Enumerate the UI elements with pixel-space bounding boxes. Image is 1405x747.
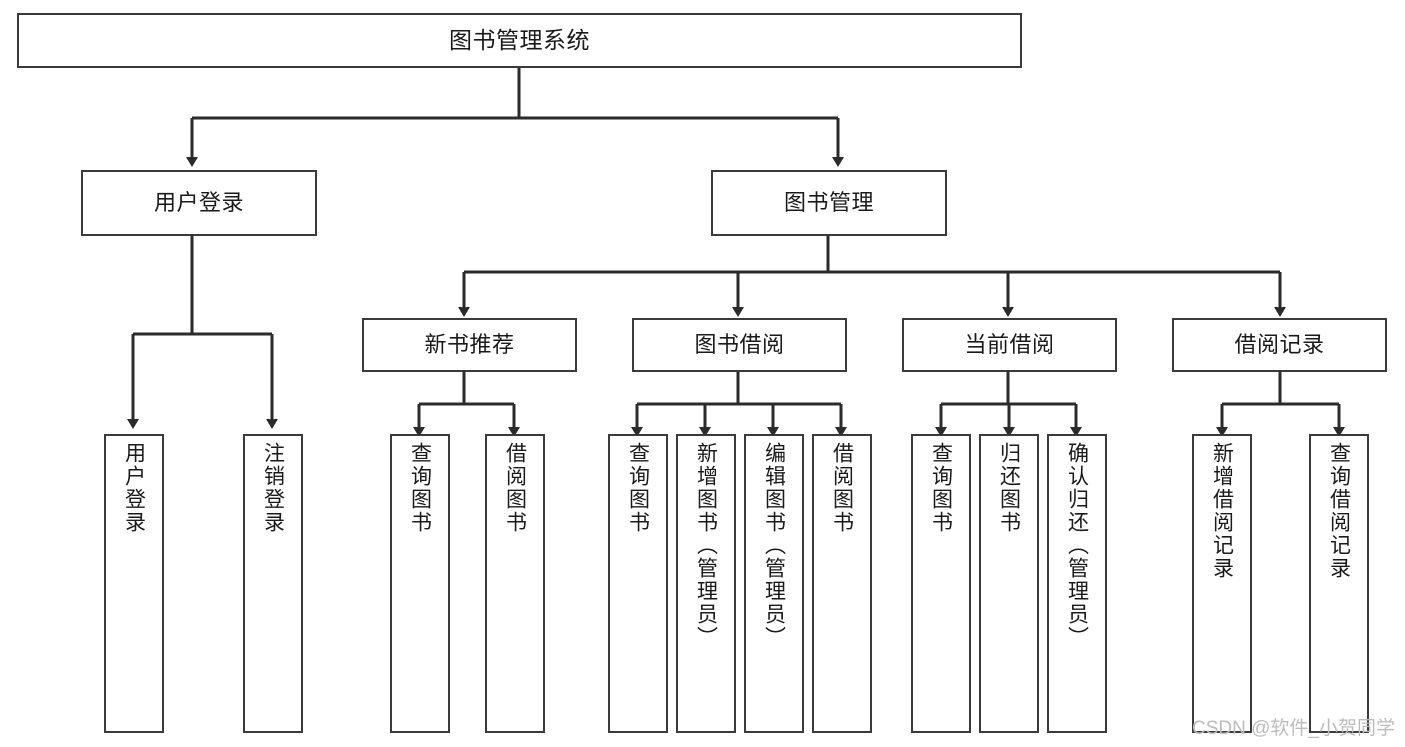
node-leaf-user-login-label: 用户登录 bbox=[122, 442, 146, 534]
node-leaf-borrow-book-nb-label: 借阅图书 bbox=[503, 442, 527, 534]
node-leaf-return-book-label: 归还图书 bbox=[997, 442, 1021, 534]
node-leaf-borrow-book-bb[interactable]: 借阅图书 bbox=[812, 434, 872, 733]
node-new-book-recommend-label: 新书推荐 bbox=[424, 332, 515, 358]
csdn-watermark: CSDN @软件_小贺同学 bbox=[1192, 718, 1395, 739]
node-current-borrow-label: 当前借阅 bbox=[964, 332, 1055, 358]
node-leaf-logout[interactable]: 注销登录 bbox=[243, 434, 303, 733]
node-new-book-recommend[interactable]: 新书推荐 bbox=[362, 318, 577, 372]
node-root-label: 图书管理系统 bbox=[449, 26, 590, 53]
node-leaf-edit-book-admin-label: 编辑图书（管理员） bbox=[762, 442, 786, 649]
node-current-borrow[interactable]: 当前借阅 bbox=[902, 318, 1117, 372]
node-leaf-logout-label: 注销登录 bbox=[261, 442, 285, 534]
node-book-borrow[interactable]: 图书借阅 bbox=[632, 318, 847, 372]
node-leaf-add-borrow-record[interactable]: 新增借阅记录 bbox=[1192, 434, 1252, 733]
node-borrow-record[interactable]: 借阅记录 bbox=[1172, 318, 1387, 372]
node-leaf-query-book-nb-label: 查询图书 bbox=[408, 442, 432, 534]
node-leaf-confirm-return-admin-label: 确认归还（管理员） bbox=[1065, 442, 1089, 649]
node-leaf-query-book-bb[interactable]: 查询图书 bbox=[608, 434, 668, 733]
node-leaf-query-book-cb-label: 查询图书 bbox=[929, 442, 953, 534]
node-leaf-query-borrow-record-label: 查询借阅记录 bbox=[1327, 442, 1351, 580]
node-leaf-edit-book-admin[interactable]: 编辑图书（管理员） bbox=[744, 434, 804, 733]
node-borrow-record-label: 借阅记录 bbox=[1234, 332, 1325, 358]
node-book-borrow-label: 图书借阅 bbox=[694, 332, 785, 358]
node-leaf-borrow-book-nb[interactable]: 借阅图书 bbox=[485, 434, 545, 733]
node-leaf-query-book-nb[interactable]: 查询图书 bbox=[390, 434, 450, 733]
node-leaf-add-book-admin-label: 新增图书（管理员） bbox=[694, 442, 718, 649]
node-leaf-query-borrow-record[interactable]: 查询借阅记录 bbox=[1309, 434, 1369, 733]
node-leaf-confirm-return-admin[interactable]: 确认归还（管理员） bbox=[1047, 434, 1107, 733]
node-user-login-label: 用户登录 bbox=[153, 190, 244, 216]
node-leaf-return-book[interactable]: 归还图书 bbox=[979, 434, 1039, 733]
node-leaf-query-book-cb[interactable]: 查询图书 bbox=[911, 434, 971, 733]
node-user-login[interactable]: 用户登录 bbox=[81, 170, 317, 236]
node-leaf-add-borrow-record-label: 新增借阅记录 bbox=[1210, 442, 1234, 580]
node-leaf-add-book-admin[interactable]: 新增图书（管理员） bbox=[676, 434, 736, 733]
node-leaf-user-login[interactable]: 用户登录 bbox=[104, 434, 164, 733]
node-book-management[interactable]: 图书管理 bbox=[711, 170, 947, 236]
node-leaf-query-book-bb-label: 查询图书 bbox=[626, 442, 650, 534]
node-book-management-label: 图书管理 bbox=[783, 190, 874, 216]
node-root-system[interactable]: 图书管理系统 bbox=[17, 13, 1022, 68]
node-leaf-borrow-book-bb-label: 借阅图书 bbox=[830, 442, 854, 534]
